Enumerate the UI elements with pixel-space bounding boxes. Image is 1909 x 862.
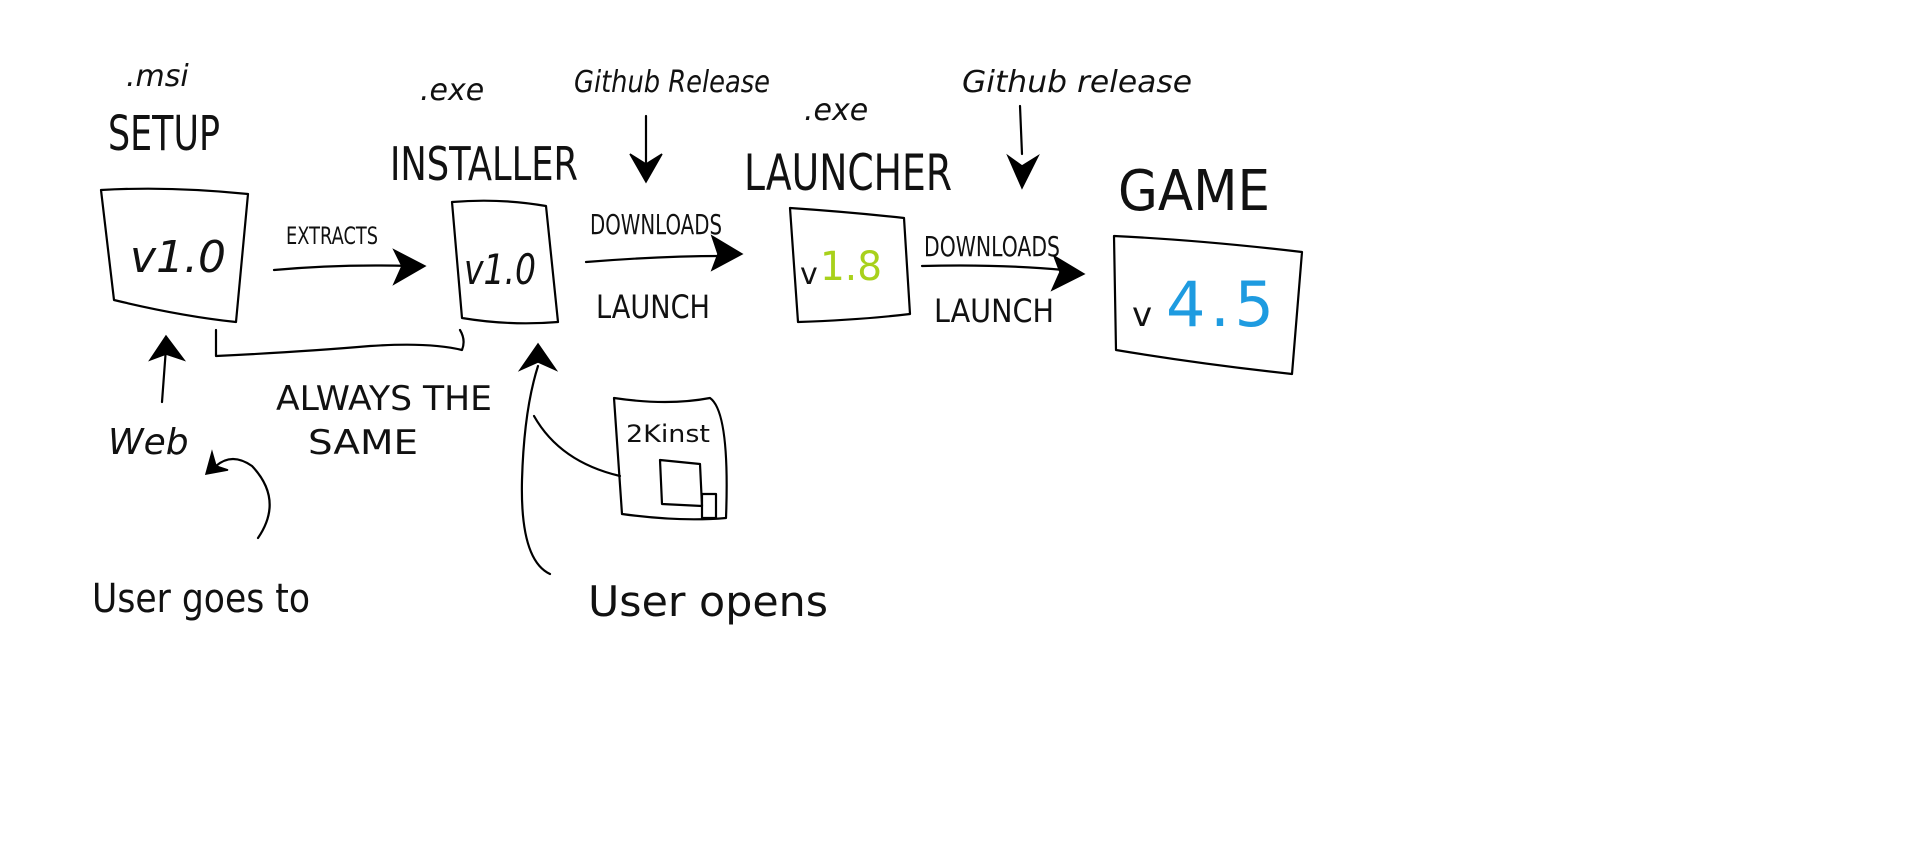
user-goes-to-label: User goes to [92,576,310,622]
launch-label-2: LAUNCH [934,292,1054,330]
setup-ext: .msi [126,59,189,94]
shortcut-corner [700,492,718,520]
always-same-line2: SAME [308,423,418,463]
game-box [1112,234,1304,376]
launcher-source-arrow [1018,104,1024,156]
launch-label-1: LAUNCH [596,288,710,326]
launcher-version-prefix: v [800,257,818,292]
setup-title: SETUP [108,106,220,162]
downloads-arrowhead-1 [710,234,744,272]
launcher-version-number: 1.8 [820,244,882,290]
launcher-title: LAUNCHER [744,144,952,202]
extracts-arrowhead [392,248,427,286]
installer-title: INSTALLER [390,137,578,191]
game-version-number: 4.5 [1166,268,1274,341]
user-opens-label: User opens [588,577,828,626]
installer-ext: .exe [420,73,484,108]
user-opens-arrowhead [517,342,559,372]
user-opens-curve [520,364,552,576]
launcher-source: Github release [962,65,1192,100]
downloads-arrow-2 [920,264,1066,272]
extracts-label: EXTRACTS [286,222,378,250]
shortcut-pointer [532,414,622,478]
goes-to-arrowhead [204,449,229,475]
shortcut-label: 2Kinst [626,420,710,448]
web-arrow [160,346,168,404]
downloads-arrowhead-2 [1050,254,1086,292]
game-title: GAME [1118,159,1270,224]
web-arrowhead [148,334,187,362]
web-label: Web [108,422,189,463]
extracts-arrow [272,264,412,272]
goes-to-curve [214,457,271,540]
launcher-box [788,206,912,324]
shortcut-icon [658,458,704,508]
installer-source: Github Release [574,65,770,100]
setup-version: v1.0 [130,232,226,283]
always-same-bracket [214,328,465,358]
setup-box [99,187,250,324]
downloads-label-2: DOWNLOADS [924,230,1060,263]
installer-box [450,199,560,325]
game-version-prefix: v [1132,295,1152,335]
installer-version: v1.0 [464,245,536,294]
launcher-source-arrowhead [1006,153,1040,190]
installer-source-arrowhead [629,153,663,184]
launcher-ext: .exe [804,93,868,128]
always-same-line1: ALWAYS THE [276,379,492,419]
downloads-label-1: DOWNLOADS [590,208,722,241]
downloads-arrow-1 [584,254,724,264]
shortcut-box [612,396,728,521]
